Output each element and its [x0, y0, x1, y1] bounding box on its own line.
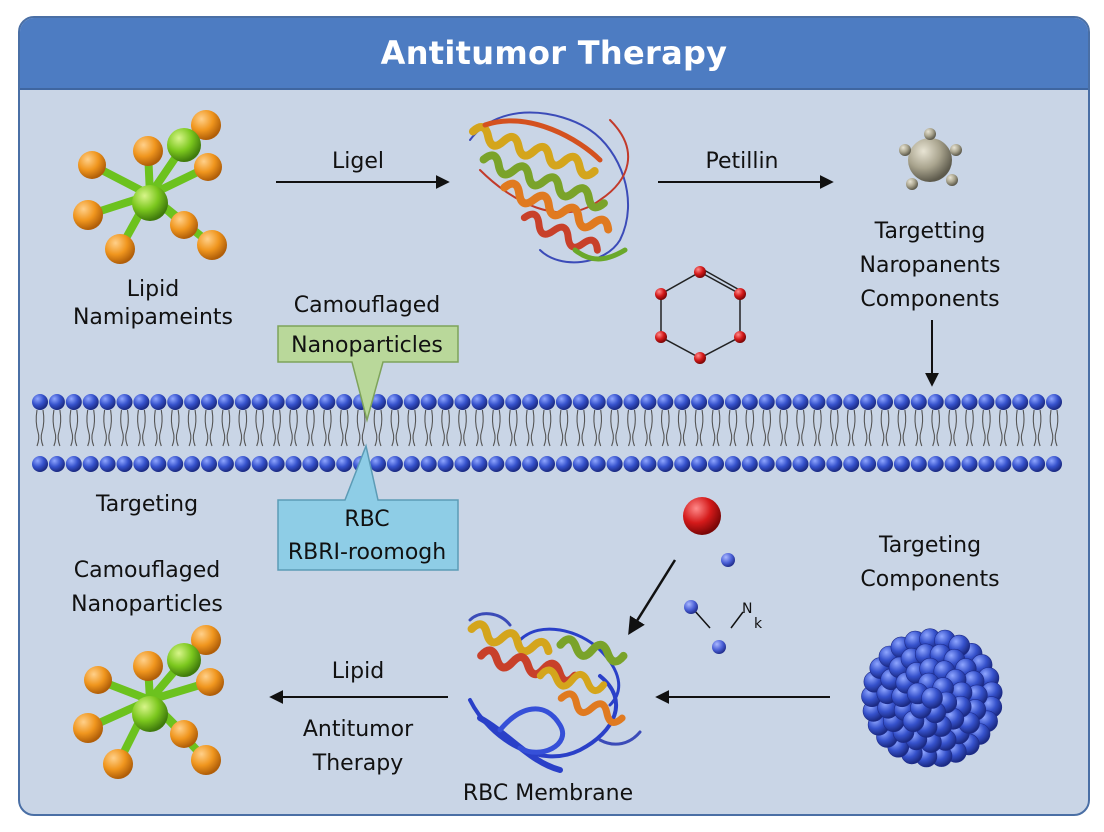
label-components-right: Components — [860, 567, 999, 592]
label-camouflaged-bottom: Camouflaged — [74, 558, 220, 583]
label-lipid-top: Lipid — [127, 277, 179, 302]
label-naropanents: Naropanents — [860, 253, 1001, 278]
blue-atom — [712, 640, 726, 654]
label-targeting-left: Targeting — [95, 492, 198, 517]
label-antitumor: Antitumor — [303, 717, 414, 742]
rbc-callout — [277, 443, 459, 571]
label-lipid-bottom: Lipid — [332, 659, 384, 684]
red-atom — [683, 497, 721, 535]
n-atom-label: N — [742, 601, 752, 617]
lipid-molecule-bottom — [73, 625, 224, 779]
label-nanoparticles-top: Nanoparticles — [291, 333, 443, 358]
label-nanoparticles-bottom: Nanoparticles — [71, 592, 223, 617]
camouflaged-callout — [277, 325, 459, 423]
label-rbc: RBC — [344, 507, 389, 532]
lipid-molecule-top — [73, 110, 227, 264]
hexagon-ring-molecule — [655, 266, 746, 364]
label-namipameints: Namipameints — [73, 305, 233, 330]
free-atoms: N k — [683, 497, 763, 654]
blue-atom — [721, 553, 735, 567]
protein-ribbon-bottom — [467, 612, 642, 773]
n-atom-subscript: k — [754, 616, 763, 632]
label-petillin: Petillin — [705, 149, 778, 174]
title-bar: Antitumor Therapy — [20, 18, 1088, 90]
label-ligel: Ligel — [332, 149, 384, 174]
arrow-diagonal — [628, 559, 677, 635]
diagram-title: Antitumor Therapy — [380, 34, 728, 72]
blue-nanoparticle-cluster — [861, 628, 1003, 768]
lipid-bilayer-membrane — [32, 394, 1062, 472]
label-targeting-right: Targeting — [878, 533, 981, 558]
labels: Lipid Namipameints Ligel Petillin Target… — [71, 149, 1000, 806]
label-rbc-membrane: RBC Membrane — [463, 781, 633, 806]
label-targetting: Targetting — [874, 219, 986, 244]
protein-ribbon-top — [468, 111, 629, 264]
label-therapy: Therapy — [312, 751, 403, 776]
arrows — [269, 175, 939, 704]
blue-atom — [684, 600, 698, 614]
label-rbri-roomogh: RBRI-roomogh — [288, 540, 446, 565]
label-camouflaged-top: Camouflaged — [294, 293, 440, 318]
label-components-top: Components — [860, 287, 999, 312]
stone-nanoparticle — [899, 128, 962, 190]
